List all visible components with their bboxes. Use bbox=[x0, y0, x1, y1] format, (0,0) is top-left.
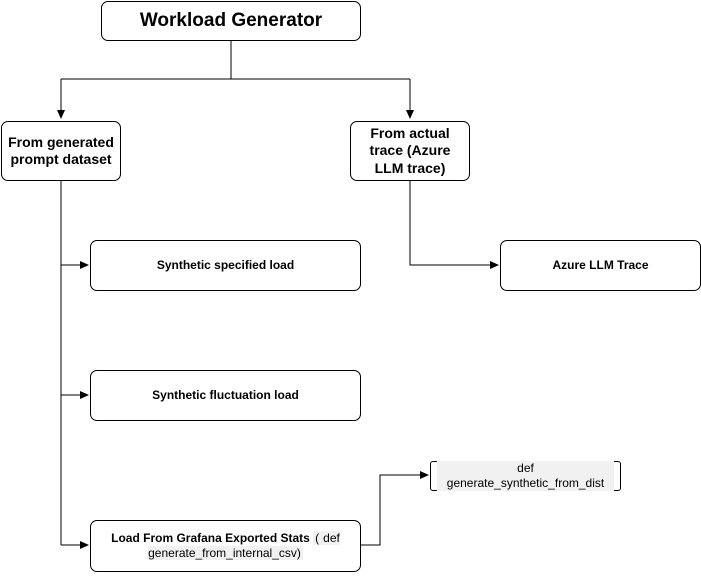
edge-to-azure-trace bbox=[409, 180, 499, 269]
node-generate-synthetic-from-dist-label: def generate_synthetic_from_dist bbox=[437, 461, 614, 491]
node-azure-llm-trace-label: Azure LLM Trace bbox=[552, 258, 649, 272]
node-from-actual-trace-label: From actual trace (Azure LLM trace) bbox=[369, 124, 451, 176]
node-load-from-grafana-code-prefix: ( bbox=[313, 531, 322, 545]
node-from-actual-trace: From actual trace (Azure LLM trace) bbox=[350, 121, 470, 181]
node-synthetic-specified-load: Synthetic specified load bbox=[90, 240, 361, 291]
node-synthetic-specified-load-label: Synthetic specified load bbox=[156, 258, 295, 272]
node-workload-generator: Workload Generator bbox=[101, 1, 361, 41]
node-azure-llm-trace: Azure LLM Trace bbox=[500, 240, 701, 291]
node-synthetic-fluctuation-load: Synthetic fluctuation load bbox=[90, 370, 361, 421]
edge-to-synthetic-dist bbox=[360, 471, 429, 546]
node-from-generated-dataset: From generated prompt dataset bbox=[1, 121, 121, 181]
node-load-from-grafana-text: Load From Grafana Exported Stats (def ge… bbox=[97, 531, 354, 561]
node-workload-generator-label: Workload Generator bbox=[139, 10, 323, 32]
node-from-generated-dataset-label: From generated prompt dataset bbox=[8, 133, 114, 168]
node-load-from-grafana: Load From Grafana Exported Stats (def ge… bbox=[90, 520, 361, 572]
node-synthetic-fluctuation-load-label: Synthetic fluctuation load bbox=[152, 388, 299, 402]
node-load-from-grafana-label: Load From Grafana Exported Stats bbox=[111, 531, 310, 545]
node-generate-synthetic-from-dist: def generate_synthetic_from_dist bbox=[430, 461, 621, 491]
